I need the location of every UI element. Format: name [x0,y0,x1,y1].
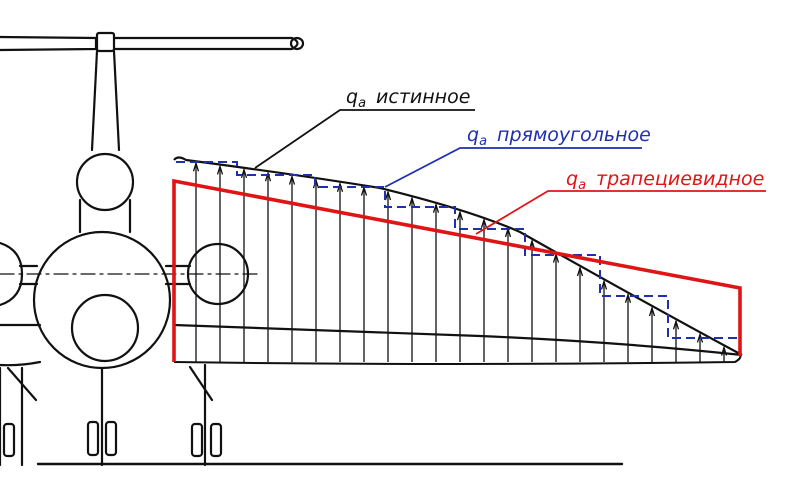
horizontal-stabilizer [0,35,98,52]
load-ordinate-arrow [288,174,296,185]
load-ordinate-arrow [456,209,464,221]
engine-mount-left [18,264,39,286]
true-load-curve [173,156,743,357]
leader-trap [475,190,766,235]
engine-mount-right [164,264,192,286]
horizontal-stabilizer-right [113,36,299,51]
load-ordinate-arrow [432,202,440,213]
load-ordinate-arrow [384,189,392,201]
leader-rect [384,147,642,188]
fuselage [32,230,172,370]
leader-true [254,109,475,169]
load-ordinate-arrow [648,305,656,317]
rectangular-load-steps [176,161,740,339]
load-ordinate-arrow [216,164,224,175]
landing-gear [0,363,223,467]
true-load-upper [173,156,743,356]
upper-engine [75,152,135,212]
load-ordinate-arrow [192,161,200,172]
stabilizer-tip [289,36,305,51]
load-ordinate-arrow [672,319,680,330]
vertical-fin [90,49,121,152]
load-ordinate-arrow [336,181,344,192]
load-ordinates [192,161,728,362]
load-ordinate-arrow [408,196,416,207]
load-ordinate-arrow [576,265,584,277]
load-ordinate-arrow [480,217,488,229]
true-load-lower [173,323,743,357]
aircraft-front-view [0,31,624,467]
fuselage-intake [70,293,140,363]
load-ordinate-arrow [600,279,608,290]
trapezoid-load [172,178,742,362]
load-ordinate-arrow [696,332,704,343]
load-ordinate-arrow [264,170,272,182]
load-ordinate-arrow [624,292,632,303]
load-ordinate-arrow [240,167,248,178]
left-wing-stub [0,323,42,367]
wing-lower-contour [173,354,742,365]
fin-top [95,31,116,53]
load-ordinate-arrow [528,238,536,250]
